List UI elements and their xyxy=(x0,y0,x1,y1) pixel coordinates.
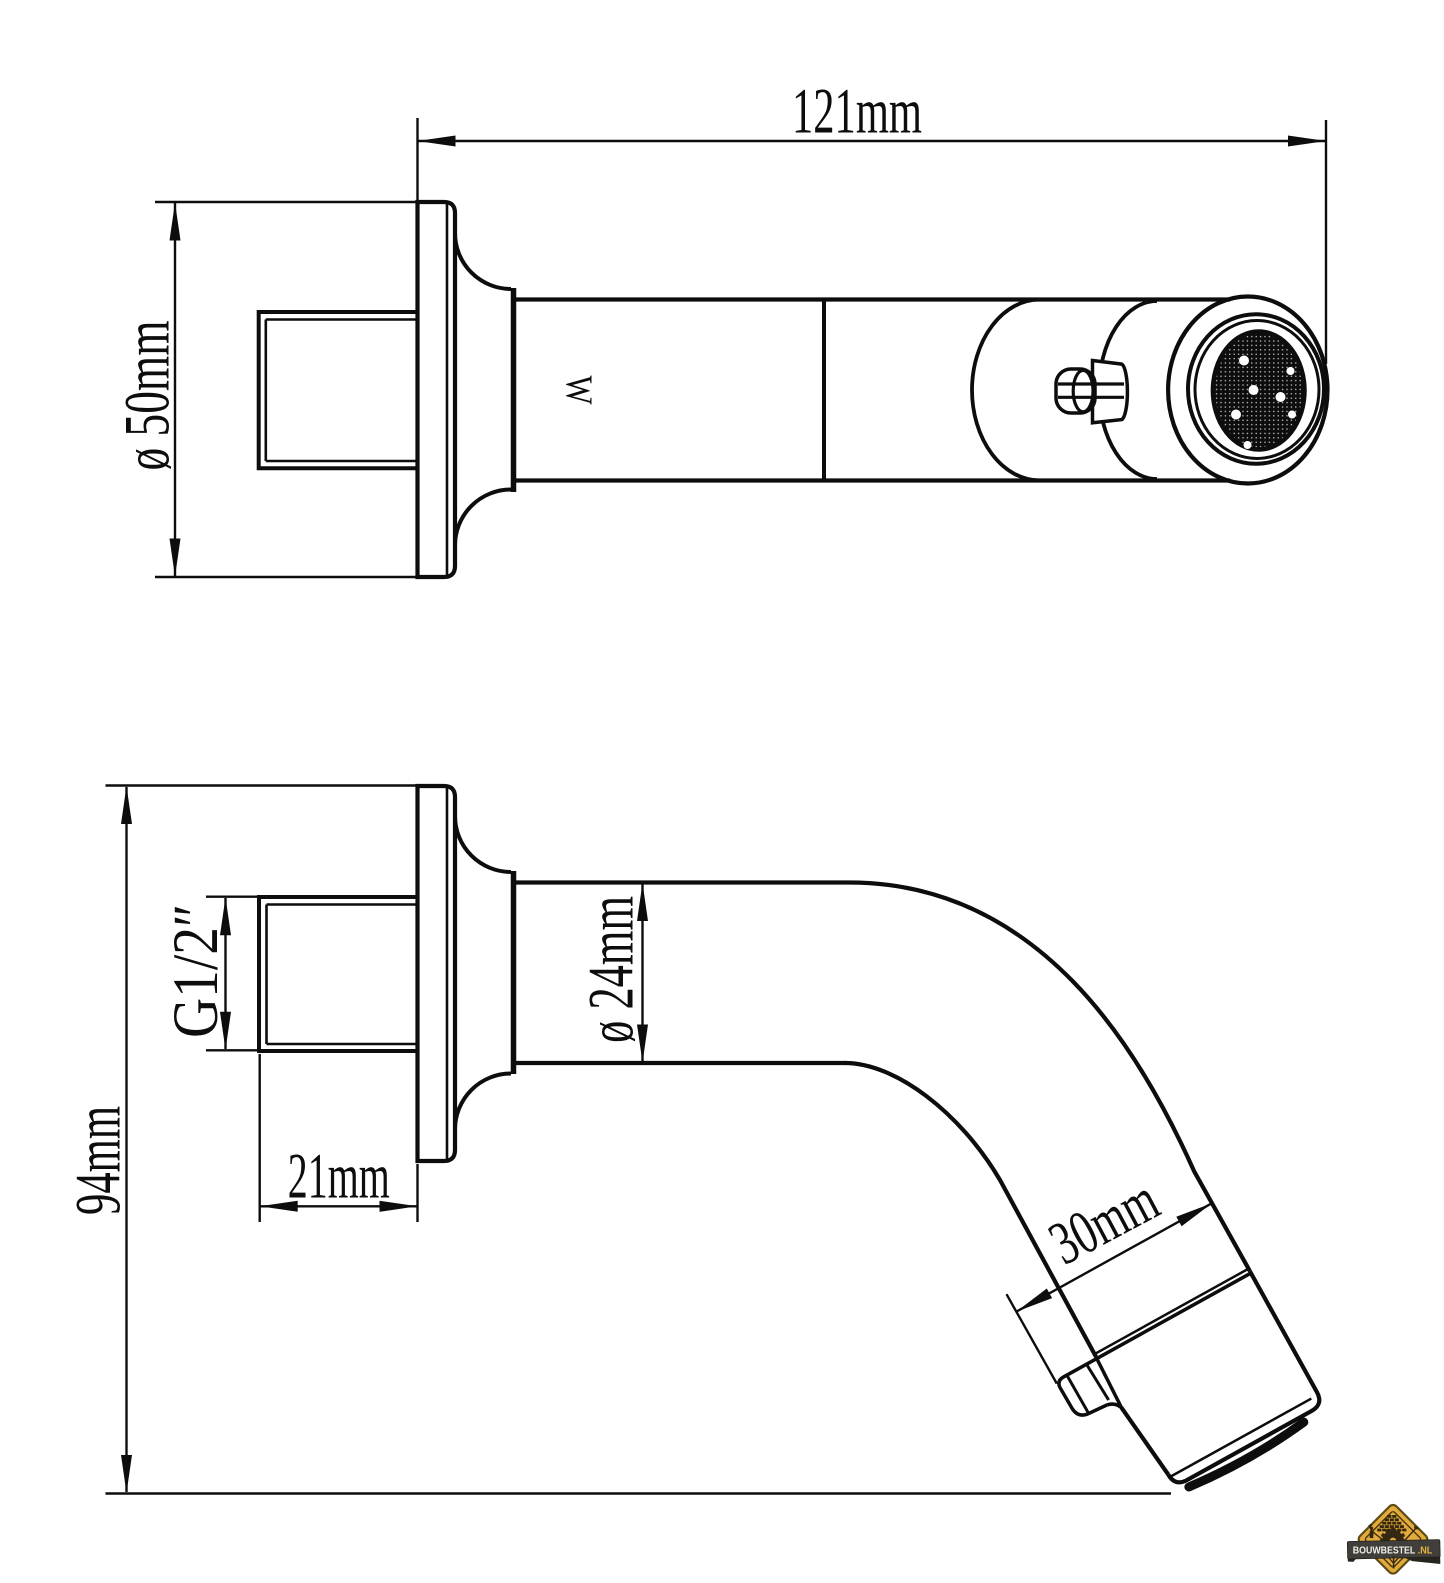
svg-text:BOUWBESTEL: BOUWBESTEL xyxy=(1353,1545,1416,1556)
svg-text:G1/2″: G1/2″ xyxy=(160,904,232,1038)
svg-text:21mm: 21mm xyxy=(288,1141,390,1213)
svg-text:121mm: 121mm xyxy=(792,76,922,148)
svg-text:ø 24mm: ø 24mm xyxy=(576,896,648,1043)
svg-text:.NL: .NL xyxy=(1418,1545,1433,1556)
svg-text:W: W xyxy=(558,376,600,405)
svg-text:ø 50mm: ø 50mm xyxy=(112,321,184,471)
svg-text:94mm: 94mm xyxy=(63,1106,135,1215)
